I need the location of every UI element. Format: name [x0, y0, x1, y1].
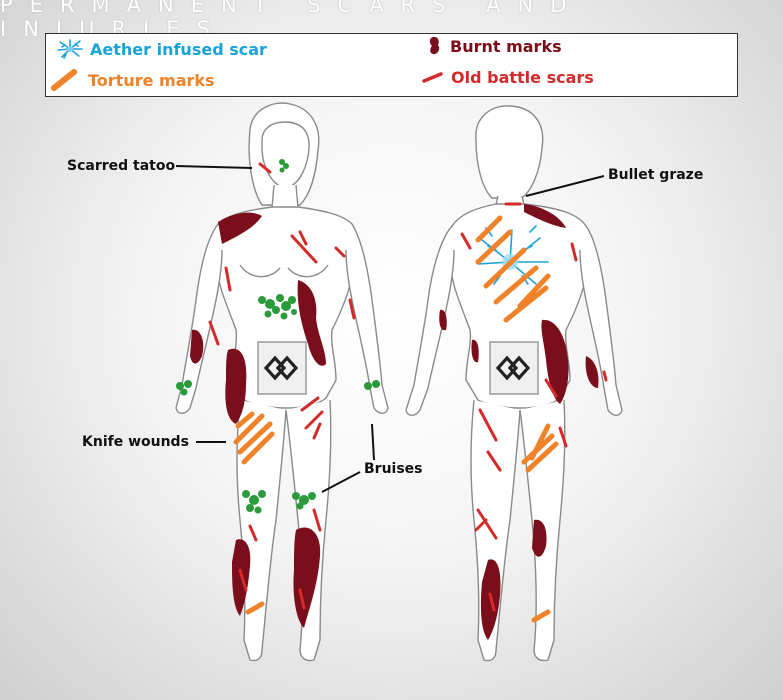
callout-scarred-tattoo: Scarred tatoo [67, 158, 176, 174]
legend-label-burnt: Burnt marks [450, 36, 562, 56]
burnt-mark-icon [429, 36, 440, 55]
legend-item-battle: Old battle scars [421, 66, 594, 88]
legend-label-torture: Torture marks [88, 70, 215, 90]
torture-mark-icon [51, 69, 77, 91]
legend-box: Aether infused scar Burnt marks Torture … [45, 33, 738, 97]
legend-item-burnt: Burnt marks [426, 35, 562, 57]
legend-label-battle: Old battle scars [451, 67, 594, 87]
callout-leaders [175, 165, 605, 493]
torture-marks [233, 215, 559, 623]
aether-splash-icon [57, 39, 83, 59]
back-hip-emblem [489, 341, 539, 395]
battle-scar-icon [422, 72, 443, 83]
legend-item-aether: Aether infused scar [56, 38, 267, 60]
legend-label-aether: Aether infused scar [90, 39, 267, 59]
front-hip-emblem [257, 341, 307, 395]
bruise-marks [176, 159, 380, 514]
legend-item-torture: Torture marks [50, 68, 215, 92]
battle-scar-marks [208, 162, 608, 612]
callout-knife-wounds: Knife wounds [82, 434, 189, 450]
callout-bruises: Bruises [364, 461, 423, 477]
callout-bullet-graze: Bullet graze [608, 167, 704, 183]
